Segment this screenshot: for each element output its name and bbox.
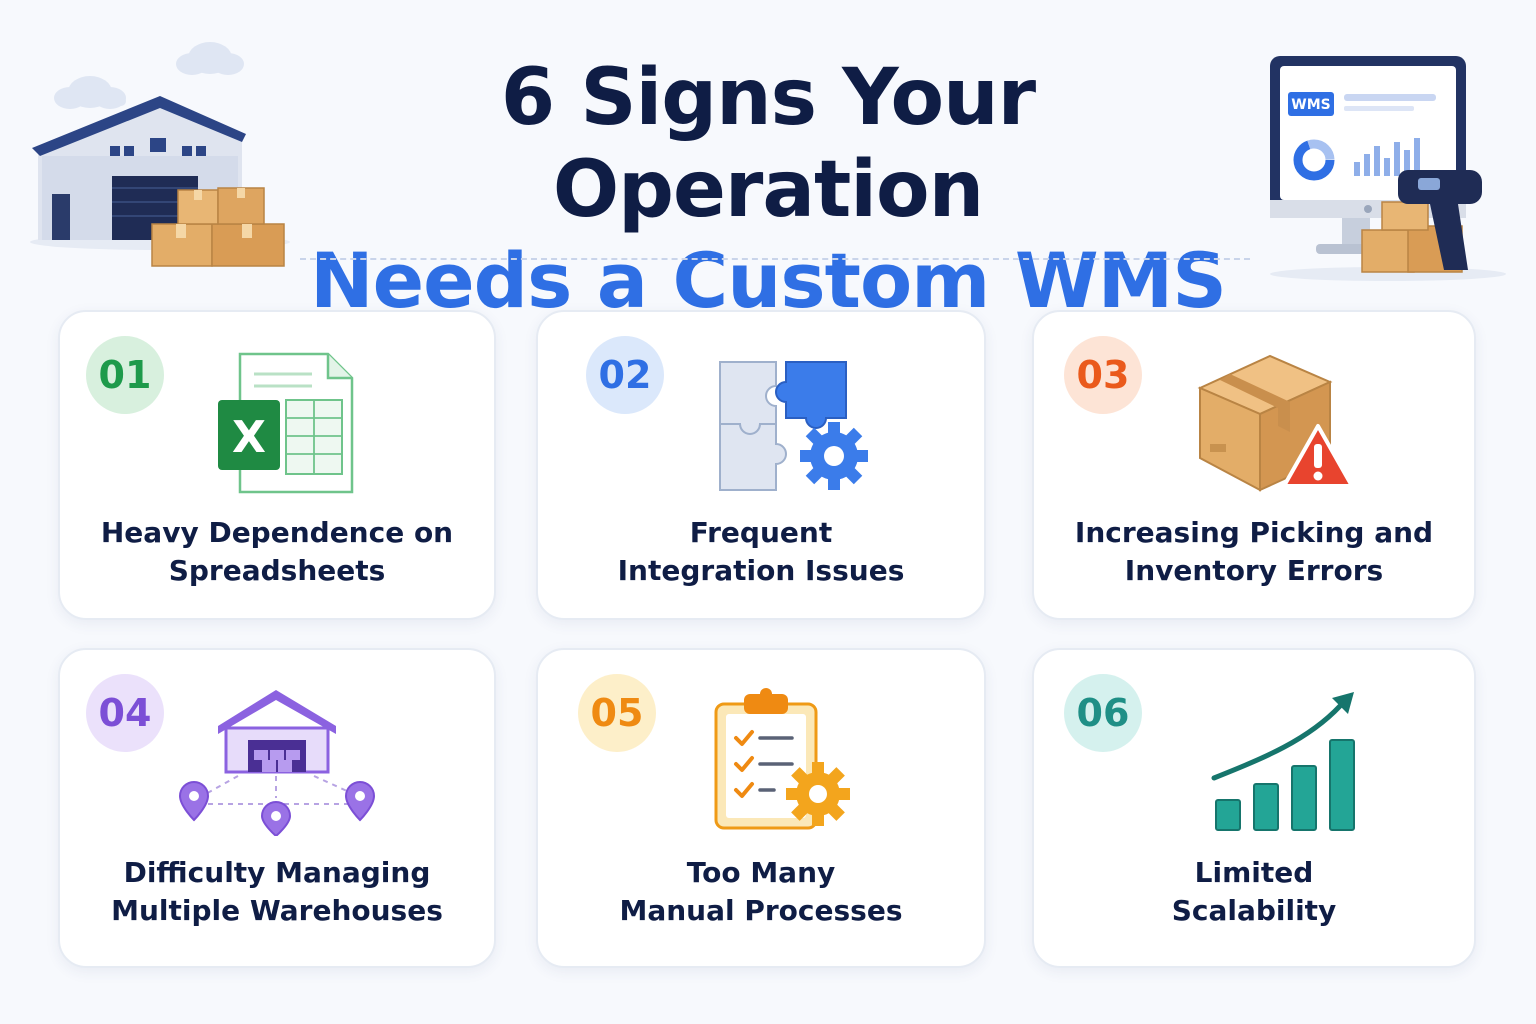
card-title-line-1: Frequent [689, 516, 833, 549]
card-title-line-1: Too Many [686, 856, 836, 889]
warehouse-network-icon [178, 690, 376, 836]
card-title-line-2: Manual Processes [619, 894, 903, 927]
card-title-line-2: Integration Issues [617, 554, 905, 587]
sign-card-02: 02 Frequent Integration Issues [536, 310, 986, 620]
sign-card-06: 06 Limited Scalability [1032, 648, 1476, 968]
card-title-line-1: Limited [1194, 856, 1314, 889]
card-title-line-2: Multiple Warehouses [111, 894, 443, 927]
card-title-line-2: Scalability [1171, 894, 1337, 927]
card-title: Heavy Dependence on Spreadsheets [60, 514, 494, 590]
checklist-gear-icon [714, 688, 850, 830]
title-line-1: 6 Signs Your Operation [500, 53, 1036, 235]
header-divider [300, 258, 1250, 260]
page-title: 6 Signs Your Operation Needs a Custom WM… [300, 52, 1236, 326]
warehouse-illustration-icon [30, 42, 290, 267]
card-title-line-2: Spreadsheets [168, 554, 386, 587]
card-number-badge: 05 [578, 674, 656, 752]
card-title: Increasing Picking and Inventory Errors [1034, 514, 1474, 590]
puzzle-gear-icon [719, 361, 868, 491]
growth-chart-icon [1211, 692, 1355, 831]
card-title-line-1: Heavy Dependence on [100, 516, 454, 549]
card-number-badge: 01 [86, 336, 164, 414]
card-title: Too Many Manual Processes [538, 854, 984, 930]
box-warning-icon [1197, 354, 1354, 492]
card-title: Limited Scalability [1034, 854, 1474, 930]
card-number-badge: 02 [586, 336, 664, 414]
card-title-line-2: Inventory Errors [1124, 554, 1384, 587]
sign-card-01: 01 X Heavy Dependence on Spreadsheets [58, 310, 496, 620]
sign-card-03: 03 Increasing Picking and Inventory Erro… [1032, 310, 1476, 620]
card-title: Frequent Integration Issues [538, 514, 984, 590]
card-title-line-1: Increasing Picking and [1074, 516, 1434, 549]
sign-card-05: 05 Too Many Manual Processes [536, 648, 986, 968]
card-number-badge: 03 [1064, 336, 1142, 414]
spreadsheet-icon: X [218, 352, 354, 494]
monitor-wms-badge: WMS [1291, 97, 1330, 113]
wms-monitor-illustration-icon: WMS [1270, 56, 1506, 281]
card-title: Difficulty Managing Multiple Warehouses [60, 854, 494, 930]
card-number-badge: 04 [86, 674, 164, 752]
card-title-line-1: Difficulty Managing [123, 856, 431, 889]
card-number-badge: 06 [1064, 674, 1142, 752]
sign-card-04: 04 Difficulty Managing Multiple Warehous… [58, 648, 496, 968]
svg-text:X: X [232, 412, 266, 463]
